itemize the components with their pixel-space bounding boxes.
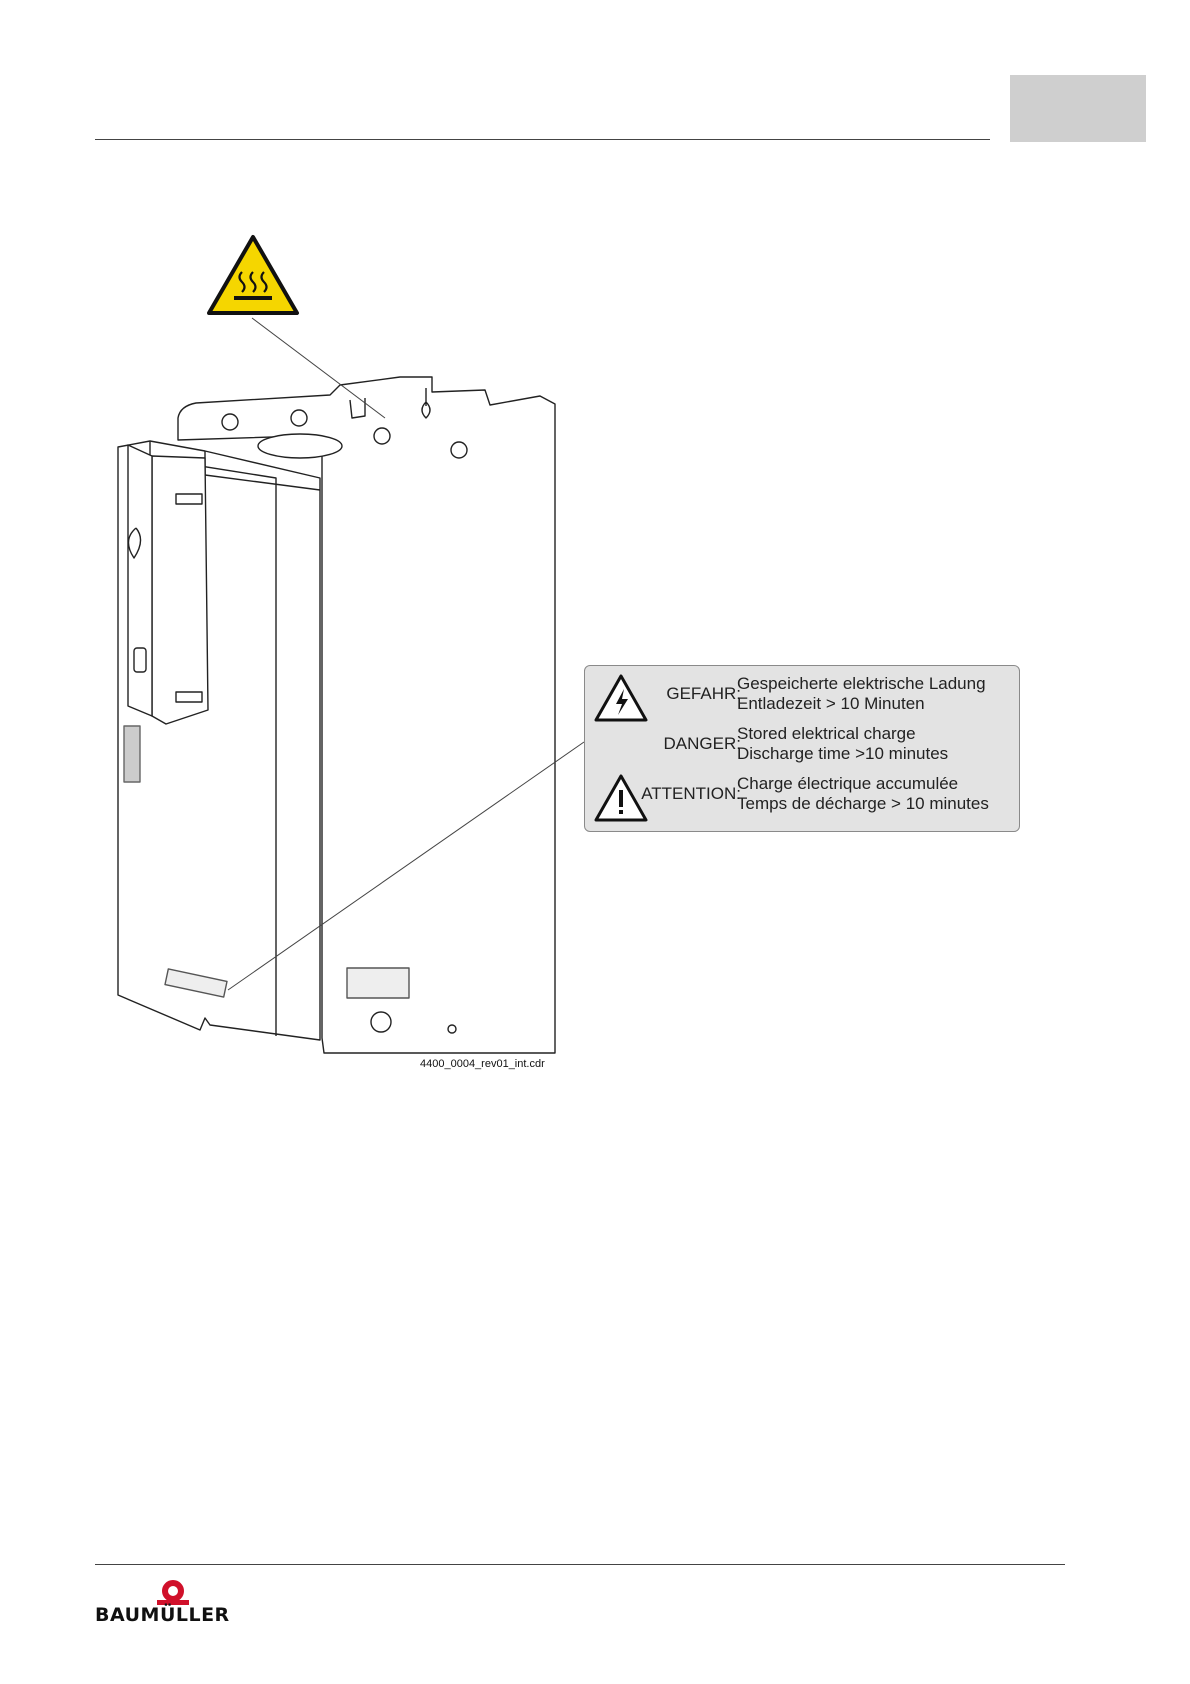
warning-line-1: Charge électrique accumulée bbox=[737, 774, 989, 794]
warning-line-1: Gespeicherte elektrische Ladung bbox=[737, 674, 986, 694]
warning-text: Charge électrique accumulée Temps de déc… bbox=[737, 774, 989, 814]
warning-row-gefahr: GEFAHR: Gespeicherte elektrische Ladung … bbox=[585, 670, 1019, 718]
warning-row-attention: ATTENTION: Charge électrique accumulée T… bbox=[585, 770, 1019, 818]
warning-key: ATTENTION: bbox=[641, 784, 741, 804]
mount-hole bbox=[374, 428, 390, 444]
panel-latch-bottom bbox=[176, 692, 202, 702]
warning-line-2: Temps de décharge > 10 minutes bbox=[737, 794, 989, 814]
mount-hole bbox=[451, 442, 467, 458]
nameplate-sticker bbox=[347, 968, 409, 998]
logo-mark-icon bbox=[153, 1580, 193, 1606]
panel-port bbox=[134, 648, 146, 672]
electric-shock-warning-icon bbox=[593, 673, 649, 723]
mount-hole bbox=[291, 410, 307, 426]
warning-key: DANGER: bbox=[664, 734, 741, 754]
mount-hole bbox=[222, 414, 238, 430]
panel-side bbox=[128, 445, 152, 716]
panel-latch-top bbox=[176, 494, 202, 504]
warning-key: GEFAHR: bbox=[666, 684, 741, 704]
warning-text: Stored elektrical charge Discharge time … bbox=[737, 724, 948, 764]
footer-rule bbox=[95, 1564, 1065, 1565]
top-opening bbox=[258, 434, 342, 458]
side-vent bbox=[124, 726, 140, 782]
warning-line-2: Entladezeit > 10 Minuten bbox=[737, 694, 986, 714]
hot-surface-warning-icon bbox=[209, 237, 297, 313]
small-hole bbox=[448, 1025, 456, 1033]
warning-row-danger: DANGER: Stored elektrical charge Dischar… bbox=[585, 720, 1019, 768]
baumueller-logo: BAUMÜLLER bbox=[95, 1580, 245, 1630]
warning-text: Gespeicherte elektrische Ladung Entladez… bbox=[737, 674, 986, 714]
logo-text: BAUMÜLLER bbox=[95, 1604, 230, 1626]
figure-caption: 4400_0004_rev01_int.cdr bbox=[420, 1058, 545, 1070]
warning-label-panel: GEFAHR: Gespeicherte elektrische Ladung … bbox=[584, 665, 1020, 832]
warning-line-1: Stored elektrical charge bbox=[737, 724, 948, 744]
warning-line-2: Discharge time >10 minutes bbox=[737, 744, 948, 764]
ground-hole bbox=[371, 1012, 391, 1032]
